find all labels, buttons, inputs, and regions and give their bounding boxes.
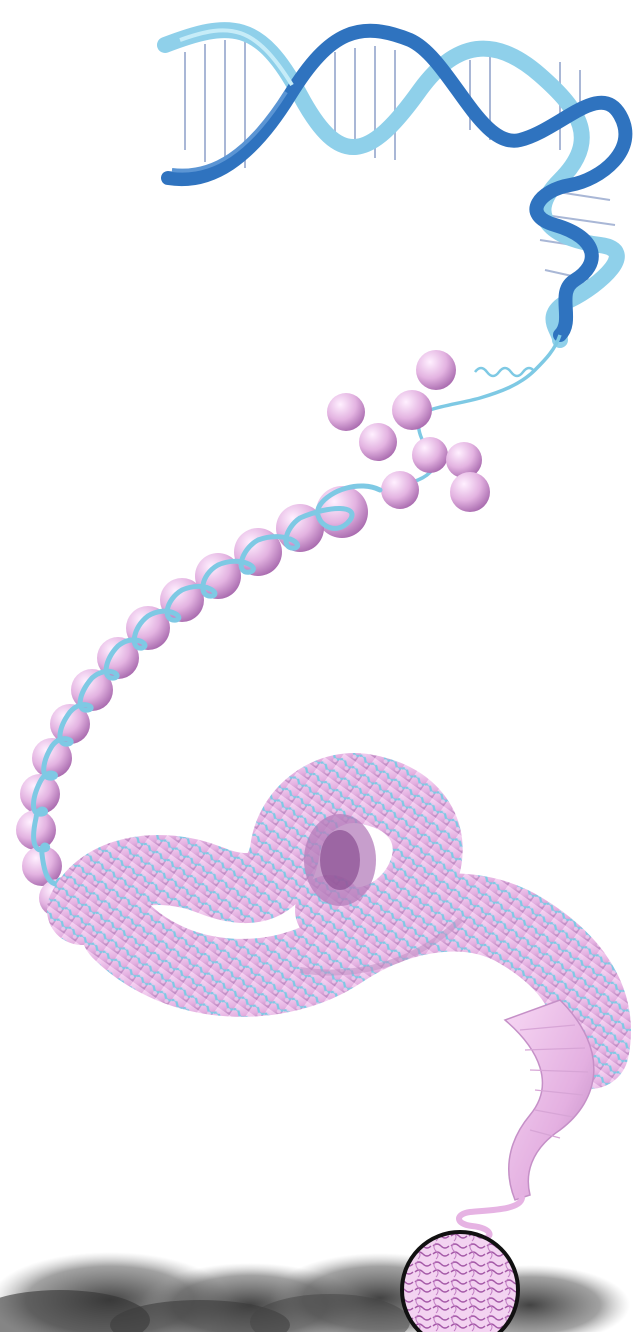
chromatin-fiber [82, 788, 594, 1292]
dna-strand-dark [168, 31, 625, 335]
fiber-tail [505, 1000, 594, 1200]
dna-double-helix [165, 30, 625, 340]
condensed-chromatin [0, 1252, 630, 1332]
magnified-view-circle [402, 1232, 518, 1332]
